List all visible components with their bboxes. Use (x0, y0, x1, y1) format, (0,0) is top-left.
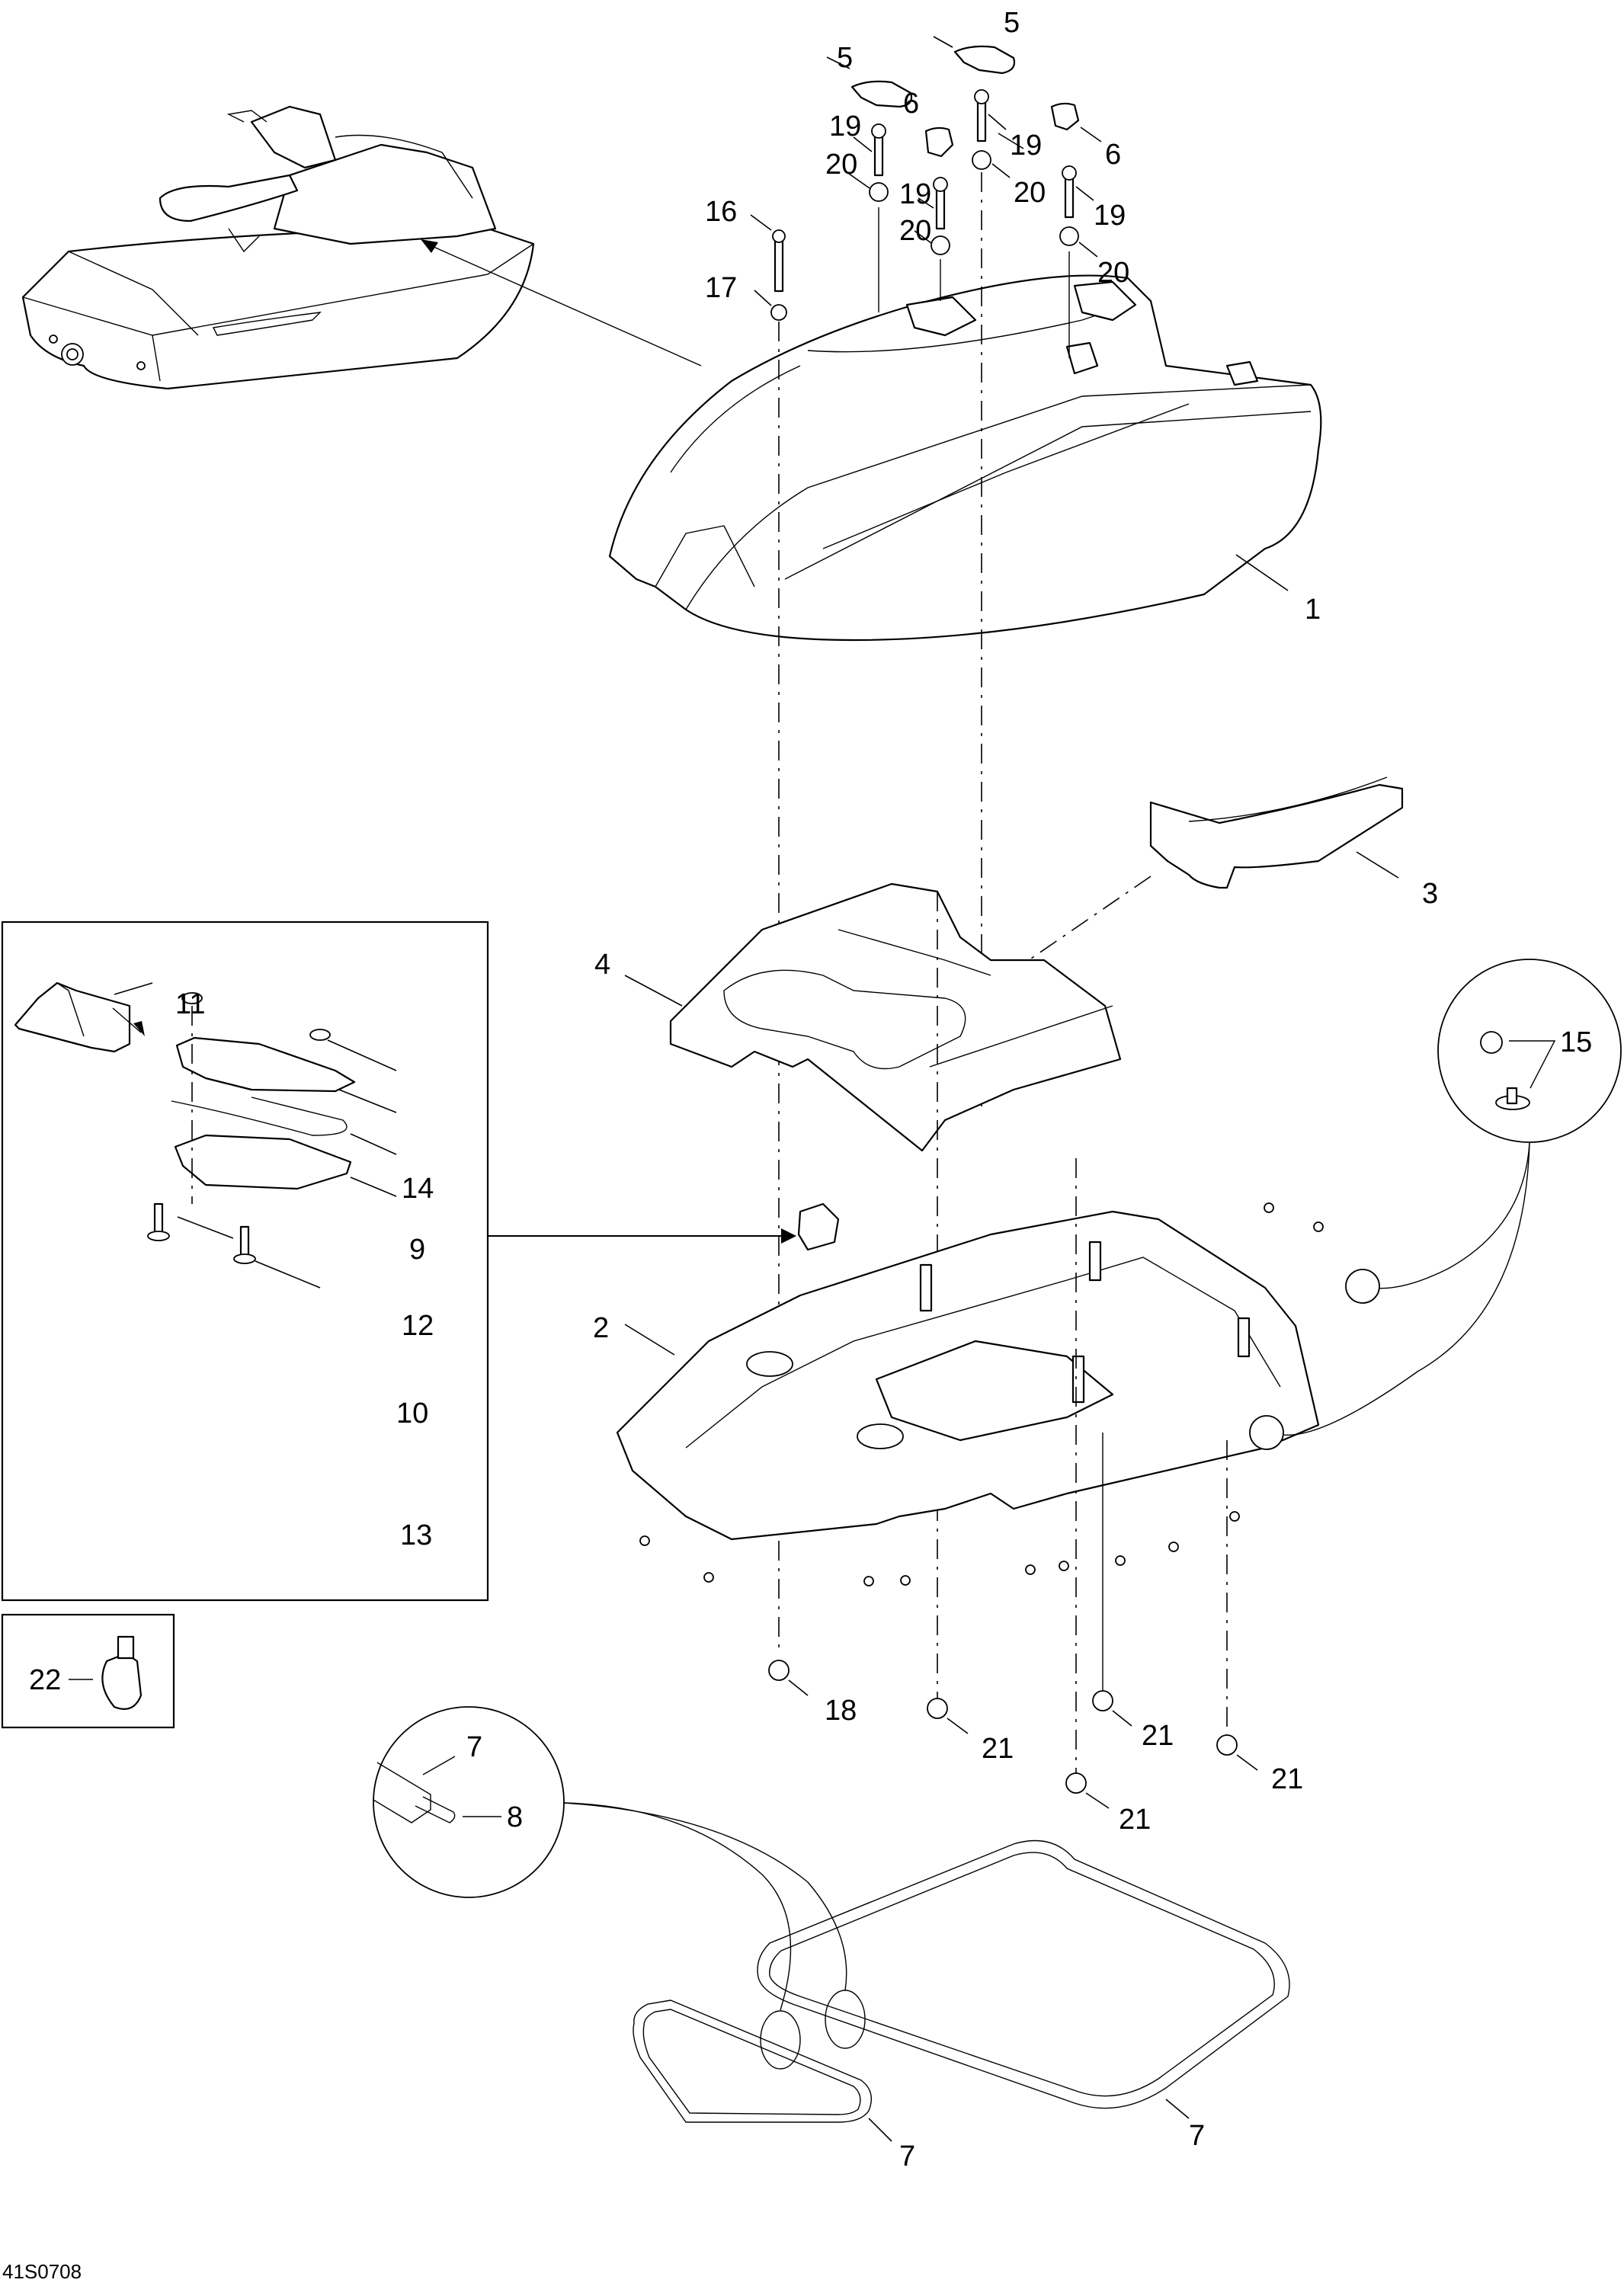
locator-arrowhead (421, 239, 438, 253)
clamp (101, 1652, 143, 1710)
callout-21c: 21 (1271, 1763, 1303, 1795)
callout-14: 14 (402, 1173, 434, 1205)
callout-5a: 5 (837, 42, 853, 74)
hinge-caps (850, 45, 1080, 158)
callout-21d: 21 (1119, 1804, 1151, 1836)
callout-22: 22 (29, 1664, 61, 1696)
seal-gaskets (373, 1706, 1290, 2123)
callout-7-large: 7 (1189, 2120, 1205, 2152)
clip-fasteners (639, 1202, 1324, 1586)
storage-tub-base (616, 1202, 1324, 1586)
callout-19c: 19 (1010, 130, 1042, 162)
callout-labels: 1 2 3 4 5 5 6 6 7 7 7 8 9 10 11 12 13 14… (29, 7, 1592, 2172)
callout-7-detail: 7 (466, 1731, 482, 1763)
callout-12: 12 (402, 1310, 434, 1342)
callout-15: 15 (1560, 1026, 1592, 1058)
hinge-cap-5b (953, 45, 1016, 75)
callout-3: 3 (1422, 878, 1438, 910)
side-trim (1028, 776, 1404, 961)
lower-nuts (768, 1158, 1238, 1794)
callout-13: 13 (400, 1519, 432, 1551)
callout-20c: 20 (1014, 177, 1046, 209)
callout-11: 11 (175, 988, 205, 1020)
callout-20d: 20 (1097, 257, 1129, 289)
watercraft-overview (21, 105, 702, 390)
leader-lines (114, 36, 1399, 2142)
latch-handle (14, 981, 131, 1053)
rivet-detail (1249, 959, 1622, 1450)
callout-6b: 6 (1105, 139, 1121, 171)
storage-liner (669, 882, 1122, 1707)
callout-18: 18 (825, 1695, 857, 1727)
callout-19a: 19 (829, 110, 861, 142)
latch-base (174, 1134, 352, 1190)
callout-4: 4 (594, 949, 610, 981)
callout-19d: 19 (1094, 200, 1126, 232)
callout-16: 16 (705, 196, 737, 228)
gasket-large (757, 1839, 1290, 2109)
callout-19b: 19 (899, 178, 931, 210)
callout-1: 1 (1305, 594, 1321, 626)
small-cap-6b (1050, 102, 1080, 131)
latch-spring (171, 1097, 348, 1136)
inset-arrowhead (781, 1228, 796, 1244)
callout-7-small: 7 (899, 2140, 915, 2172)
clamp-inset (1, 1613, 175, 1729)
callout-21a: 21 (982, 1733, 1014, 1765)
callout-21b: 21 (1142, 1720, 1174, 1752)
callout-6a: 6 (903, 88, 919, 120)
callout-17: 17 (705, 272, 737, 304)
figure-code: 41S0708 (2, 2260, 82, 2283)
latch-inset (1, 920, 489, 1602)
callout-2: 2 (593, 1312, 609, 1344)
callout-5b: 5 (1004, 7, 1020, 39)
callout-20a: 20 (825, 149, 857, 181)
hinge-cap-5a (850, 80, 913, 108)
upper-cover (608, 274, 1322, 642)
callout-10: 10 (396, 1398, 428, 1430)
latch-assembly-placed (488, 1202, 840, 1251)
callout-9: 9 (409, 1234, 425, 1266)
gasket-small (633, 1999, 872, 2123)
callout-20b: 20 (899, 215, 931, 247)
latch-plate (175, 1036, 356, 1093)
callout-8: 8 (507, 1801, 523, 1833)
small-cap-6a (924, 126, 954, 158)
